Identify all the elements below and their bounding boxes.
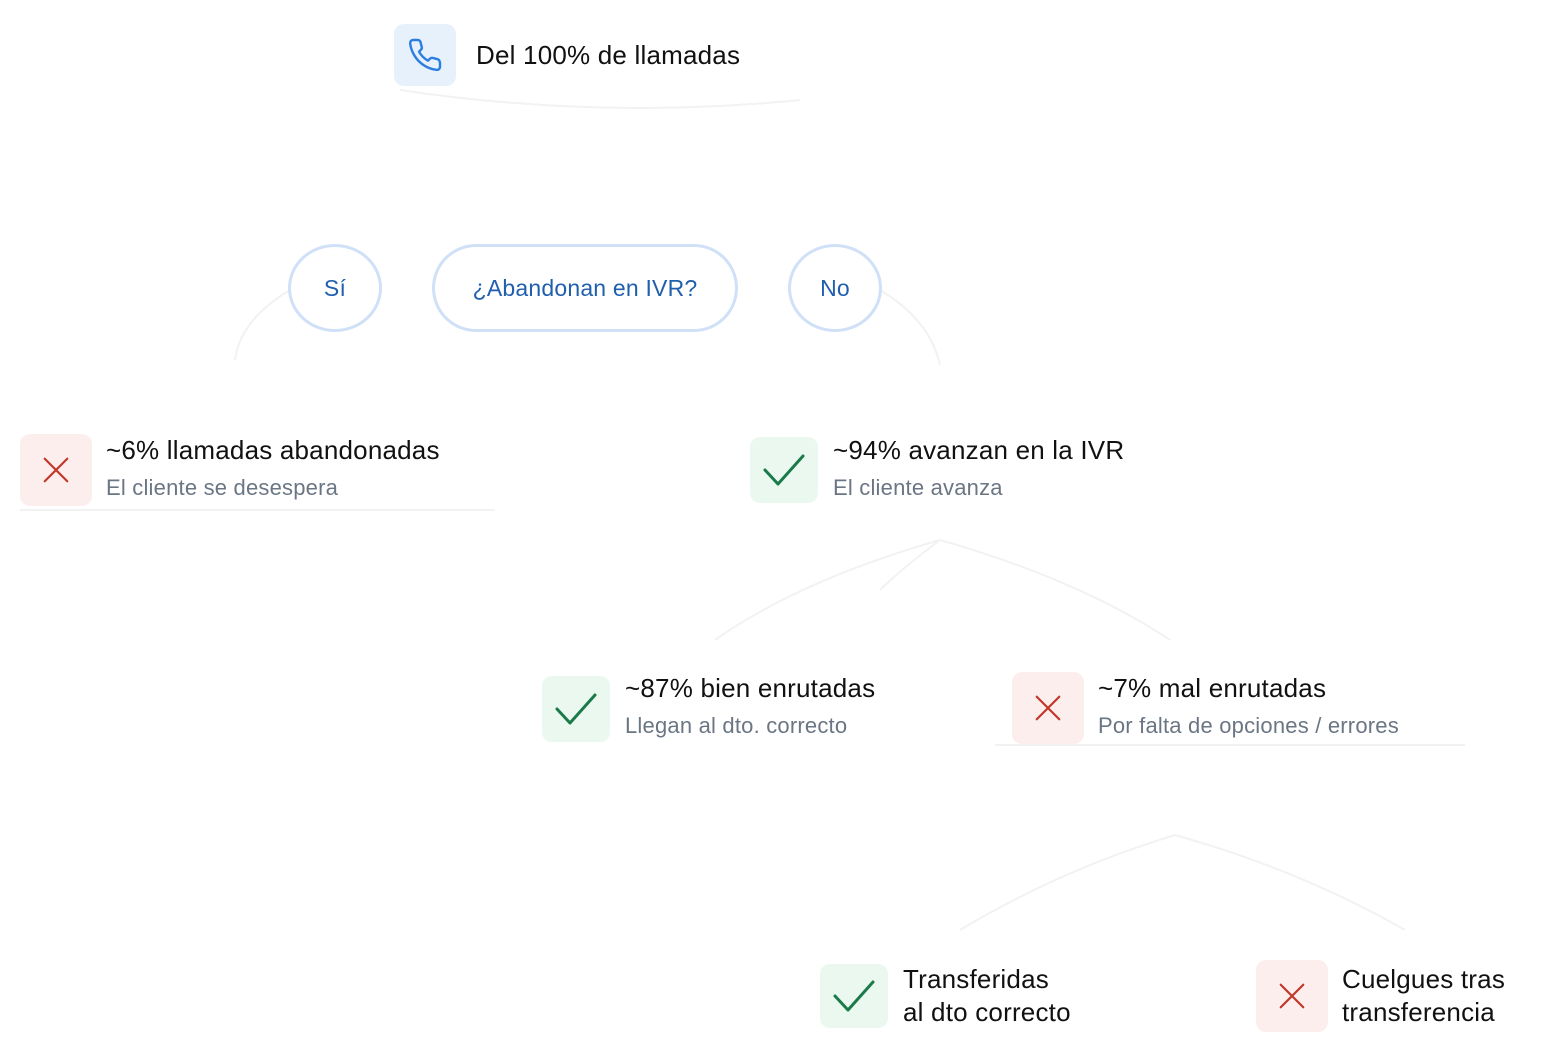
- hangups-icon-box: [1256, 960, 1328, 1032]
- yes-pill: Sí: [288, 244, 382, 332]
- misrouted-title: ~7% mal enrutadas: [1098, 673, 1327, 703]
- well-routed-title: ~87% bien enrutadas: [625, 673, 876, 703]
- check-icon: [555, 693, 597, 725]
- abandoned-title: ~6% llamadas abandonadas: [106, 435, 440, 465]
- advance-title: ~94% avanzan en la IVR: [833, 435, 1125, 465]
- transferred-line-2: al dto correcto: [903, 997, 1071, 1027]
- no-pill: No: [788, 244, 882, 332]
- connector-misrouted-right: [1174, 834, 1406, 931]
- misrouted-subtitle: Por falta de opciones / errores: [1098, 713, 1399, 738]
- cross-icon: [1279, 983, 1305, 1009]
- connector-misrouted-left: [959, 834, 1176, 931]
- transferred-icon-box: [820, 964, 888, 1028]
- abandoned-subtitle: El cliente se desespera: [106, 475, 339, 500]
- cross-icon: [43, 457, 69, 483]
- advance-subtitle: El cliente avanza: [833, 475, 1003, 500]
- well-routed-icon-box: [542, 676, 610, 742]
- root-phone-icon-box: [394, 24, 456, 86]
- connector-yes-branch: [234, 289, 291, 361]
- abandoned-icon-box: [20, 434, 92, 506]
- connector-advance-left: [879, 539, 941, 591]
- misrouted-icon-box: [1012, 672, 1084, 744]
- phone-icon: [408, 38, 442, 72]
- connector-advance-split-right: [939, 539, 1171, 641]
- hangups-label: Cuelgues tras transferencia: [1342, 963, 1505, 1029]
- cross-icon: [1035, 695, 1061, 721]
- decision-pill: ¿Abandonan en IVR?: [432, 244, 738, 332]
- root-label: Del 100% de llamadas: [476, 40, 741, 70]
- hangups-line-1: Cuelgues tras: [1342, 964, 1506, 994]
- connector-advance-split-left: [714, 539, 941, 641]
- transferred-label: Transferidas al dto correcto: [903, 963, 1071, 1029]
- check-icon: [763, 454, 805, 486]
- advance-icon-box: [750, 437, 818, 503]
- hangups-line-2: transferencia: [1342, 997, 1495, 1027]
- check-icon: [833, 980, 875, 1012]
- transferred-line-1: Transferidas: [903, 964, 1049, 994]
- well-routed-subtitle: Llegan al dto. correcto: [625, 713, 848, 738]
- connector-root-to-decision: [399, 89, 801, 109]
- connector-no-branch: [879, 289, 941, 366]
